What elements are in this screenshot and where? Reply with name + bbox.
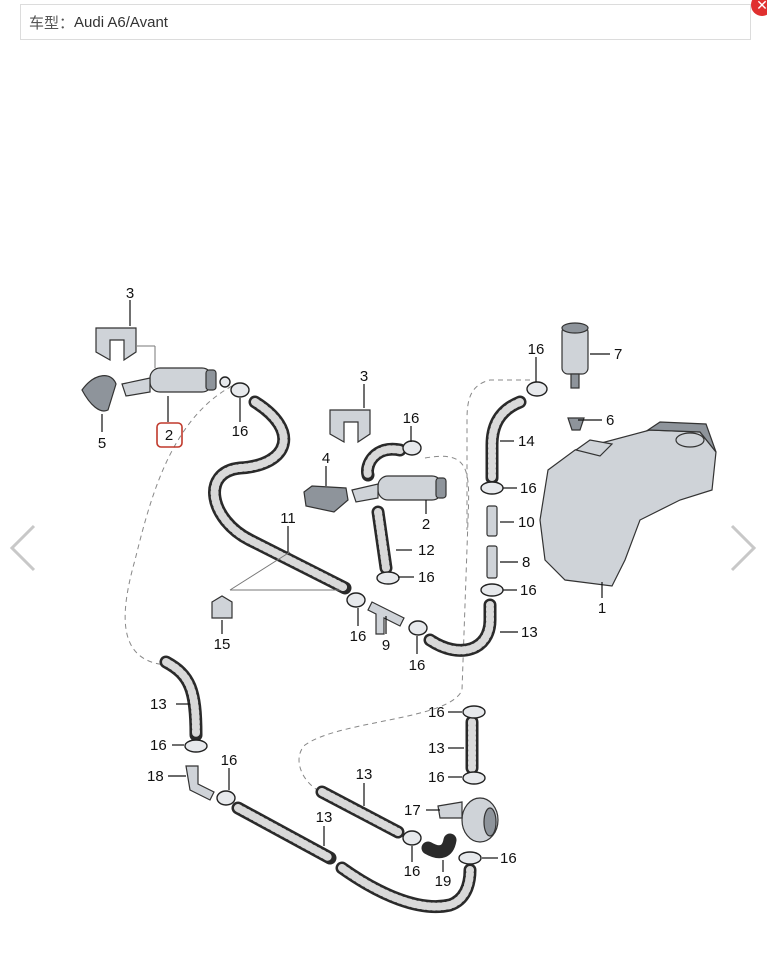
callout-16-a: 16 — [232, 423, 249, 440]
nozzle-part-2-left — [121, 367, 231, 397]
callout-4: 4 — [322, 450, 330, 467]
clamp-16-a — [230, 382, 250, 398]
leader-thin-15a — [229, 551, 291, 591]
callout-8: 8 — [522, 554, 530, 571]
routing-guide-right — [466, 379, 530, 530]
callout-12: 12 — [418, 542, 435, 559]
callout-13-c: 13 — [356, 766, 373, 783]
callout-13-a: 13 — [521, 624, 538, 641]
connector-part-10 — [486, 505, 498, 537]
callout-13-b: 13 — [150, 696, 167, 713]
callout-2-center: 2 — [422, 516, 430, 533]
callout-16-m: 16 — [428, 769, 445, 786]
vehicle-model-bar: 车型： Audi A6/Avant — [20, 4, 751, 40]
callout-1: 1 — [598, 600, 606, 617]
washer-tank-part-1 — [539, 421, 717, 587]
clip-part-15 — [211, 595, 233, 619]
chevron-left-icon[interactable] — [6, 522, 40, 574]
pump-part-17 — [437, 797, 499, 843]
clamp-16-h — [480, 583, 504, 597]
bracket-part-3-center — [329, 409, 371, 444]
clamp-16-f — [526, 381, 548, 397]
callout-10: 10 — [518, 514, 535, 531]
callout-16-j: 16 — [221, 752, 238, 769]
hose-19 — [421, 833, 457, 859]
cover-part-5 — [81, 375, 117, 412]
callout-16-n: 16 — [500, 850, 517, 867]
grommet-part-6 — [567, 417, 585, 431]
callout-11: 11 — [280, 510, 296, 527]
hose-13-left-upper — [159, 655, 203, 742]
callout-16-d: 16 — [350, 628, 367, 645]
callout-5: 5 — [98, 435, 106, 452]
callout-9: 9 — [382, 637, 390, 654]
clamp-16-g — [480, 481, 504, 495]
cover-part-4 — [303, 485, 349, 513]
hose-upper-center — [361, 442, 407, 482]
clamp-16-n — [458, 851, 482, 865]
callout-18: 18 — [147, 768, 164, 785]
callout-13-d: 13 — [316, 809, 333, 826]
callout-16-k: 16 — [404, 863, 421, 880]
vehicle-model-value: Audi A6/Avant — [74, 13, 168, 31]
clamp-16-l — [462, 705, 486, 719]
callout-7: 7 — [614, 346, 622, 363]
hose-12 — [371, 505, 393, 575]
callout-16-g: 16 — [520, 480, 537, 497]
callout-19: 19 — [435, 873, 452, 890]
callout-16-f: 16 — [528, 341, 545, 358]
clamp-16-m — [462, 771, 486, 785]
callout-13-e: 13 — [428, 740, 445, 757]
clamp-16-b — [402, 440, 422, 456]
callout-16-b: 16 — [403, 410, 420, 427]
connector-part-8 — [486, 545, 498, 579]
callout-16-i: 16 — [150, 737, 167, 754]
leader-lines — [101, 300, 610, 872]
hose-13-diag — [315, 785, 405, 839]
clamp-16-c — [376, 571, 400, 585]
callout-6: 6 — [606, 412, 614, 429]
hose-13-right — [423, 598, 497, 657]
tee-part-18 — [185, 765, 215, 801]
vehicle-model-label: 车型： — [29, 14, 75, 32]
callout-16-c: 16 — [418, 569, 435, 586]
callout-2-left-highlighted[interactable]: 2 — [165, 427, 173, 444]
callout-15: 15 — [214, 636, 231, 653]
hose-13-lower — [231, 801, 477, 914]
callout-3-center: 3 — [360, 368, 368, 385]
callout-14: 14 — [518, 433, 535, 450]
chevron-right-icon[interactable] — [726, 522, 760, 574]
clamp-16-i — [184, 739, 208, 753]
callout-17: 17 — [404, 802, 421, 819]
clamp-16-j — [216, 790, 236, 806]
clamp-16-e — [408, 620, 428, 636]
callout-2-highlight-box[interactable] — [156, 422, 183, 448]
routing-guide-left — [124, 385, 233, 666]
close-icon[interactable]: ✕ — [751, 0, 767, 16]
bracket-part-3-left — [95, 327, 137, 362]
callout-16-l: 16 — [428, 704, 445, 721]
clamp-16-d — [346, 592, 366, 608]
callout-16-e: 16 — [409, 657, 426, 674]
callout-16-h: 16 — [520, 582, 537, 599]
pump-part-7 — [561, 322, 589, 389]
routing-guide-center — [298, 455, 470, 796]
hose-11 — [208, 395, 352, 595]
callout-3-left: 3 — [126, 285, 134, 302]
nozzle-part-2-center — [351, 475, 447, 503]
hose-14 — [485, 395, 527, 485]
clamp-16-k — [402, 830, 422, 846]
